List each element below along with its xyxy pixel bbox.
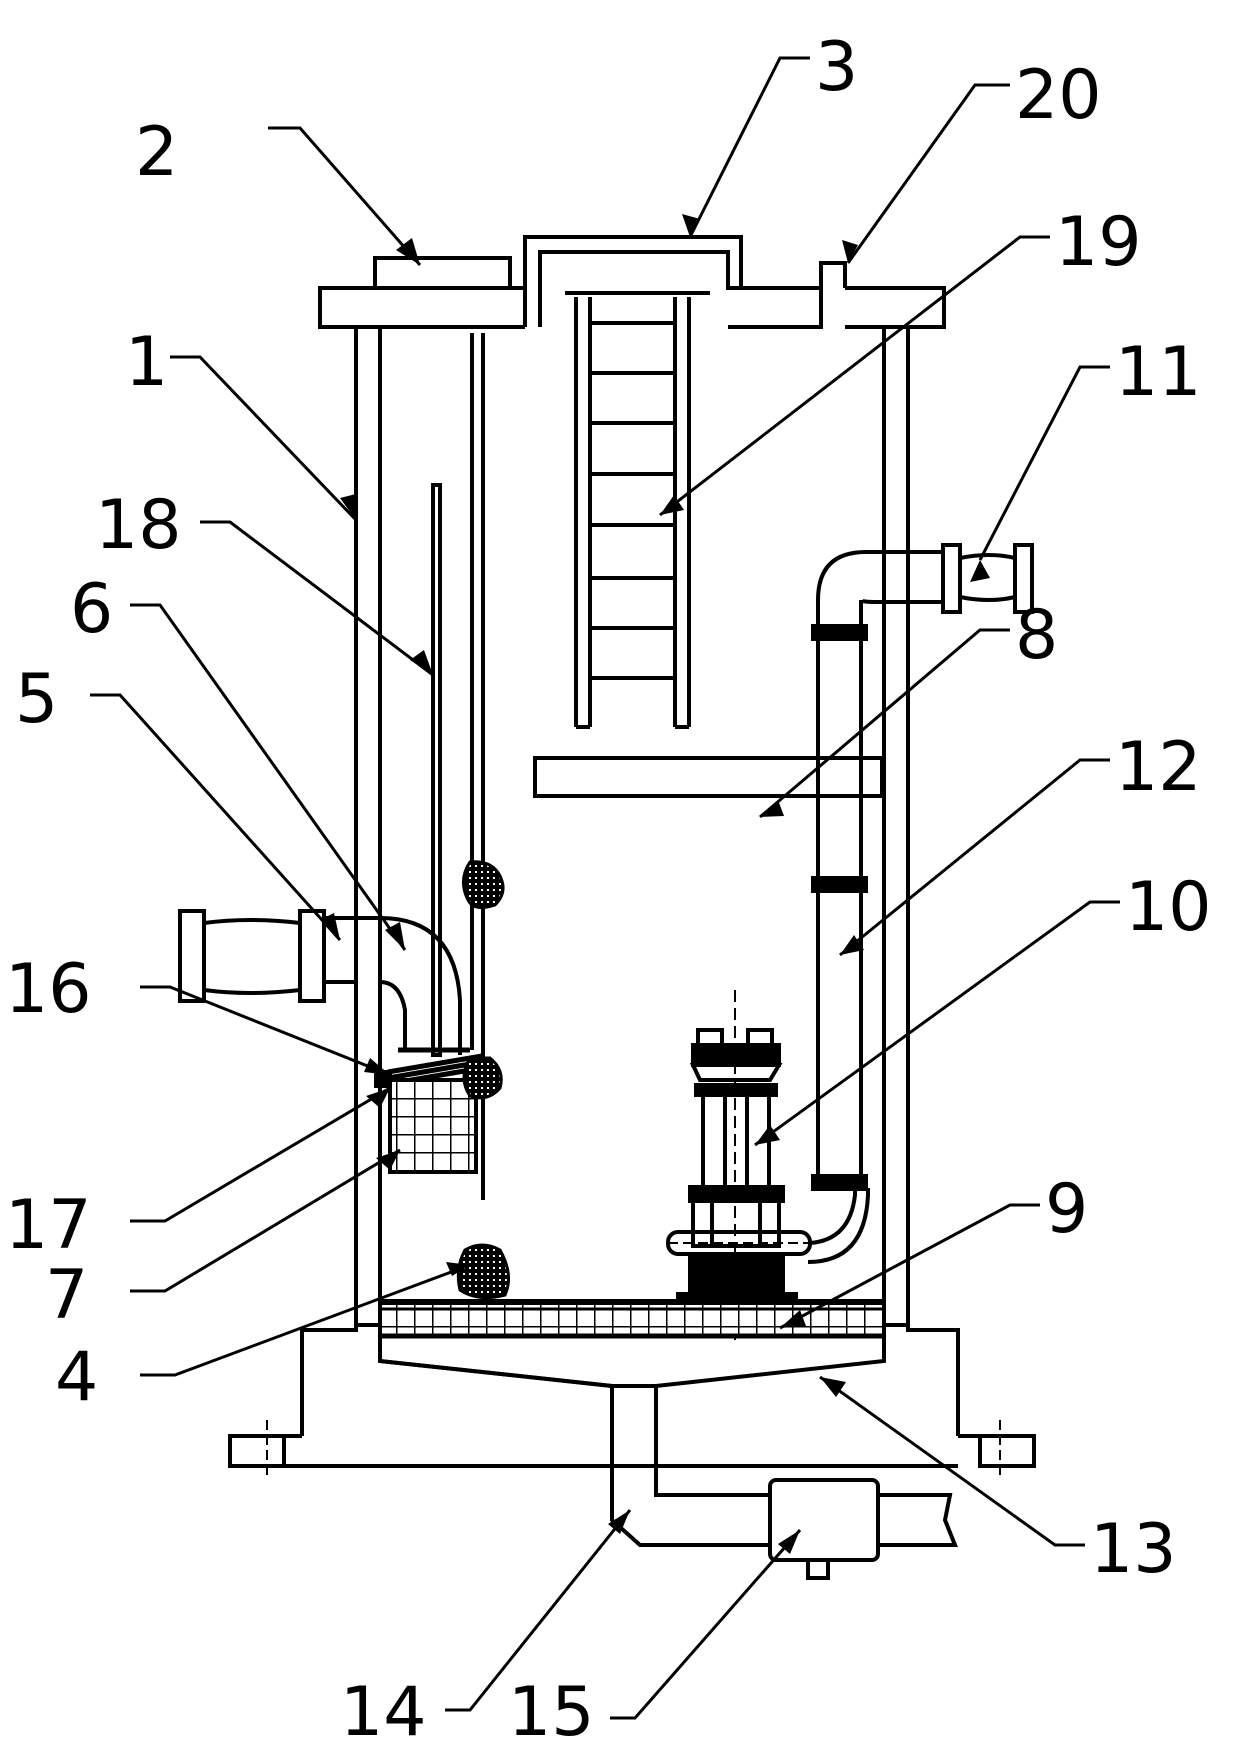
label-5: 5: [15, 660, 58, 739]
manhole-lid: [523, 235, 743, 327]
label-12: 12: [1115, 728, 1202, 807]
label-9: 9: [1045, 1170, 1088, 1249]
label-15: 15: [508, 1673, 595, 1739]
grid-basket: [388, 1078, 478, 1174]
label-20: 20: [1015, 56, 1102, 135]
float-balls: [456, 860, 511, 1300]
label-3: 3: [815, 28, 858, 107]
drain-pipe: [610, 1386, 958, 1580]
label-7: 7: [45, 1256, 88, 1335]
label-6: 6: [70, 570, 113, 649]
level-rod: [431, 483, 442, 1057]
riser-pipe: [811, 600, 868, 1191]
conical-bottom: [378, 1336, 886, 1388]
support-platform: [533, 756, 884, 798]
label-8: 8: [1015, 596, 1058, 675]
reference-numerals: 2 3 20 19 11 1 18 6 5 8 12 10 16 17 7 9 …: [5, 28, 1212, 1744]
label-19: 19: [1055, 203, 1142, 282]
vent-pipe: [819, 261, 847, 288]
arrowheads: [320, 214, 990, 1554]
submersible-pump: [666, 990, 870, 1340]
label-18: 18: [95, 486, 182, 565]
label-1: 1: [125, 323, 168, 402]
label-14: 14: [340, 1673, 427, 1739]
screen-plate: [378, 1300, 886, 1338]
label-17: 17: [5, 1186, 92, 1265]
label-11: 11: [1115, 333, 1202, 412]
leader-lines: [90, 56, 1120, 1720]
hatch-cover: [373, 256, 512, 290]
outlet-elbow: [816, 543, 1034, 614]
label-2: 2: [135, 113, 178, 192]
float-cable: [470, 333, 485, 1200]
label-13: 13: [1090, 1510, 1177, 1589]
label-10: 10: [1125, 868, 1212, 947]
ladder: [574, 297, 691, 729]
label-4: 4: [55, 1338, 98, 1417]
label-16: 16: [5, 950, 92, 1029]
base-frame: [228, 1325, 1036, 1480]
inlet-pipe: [178, 909, 462, 1055]
